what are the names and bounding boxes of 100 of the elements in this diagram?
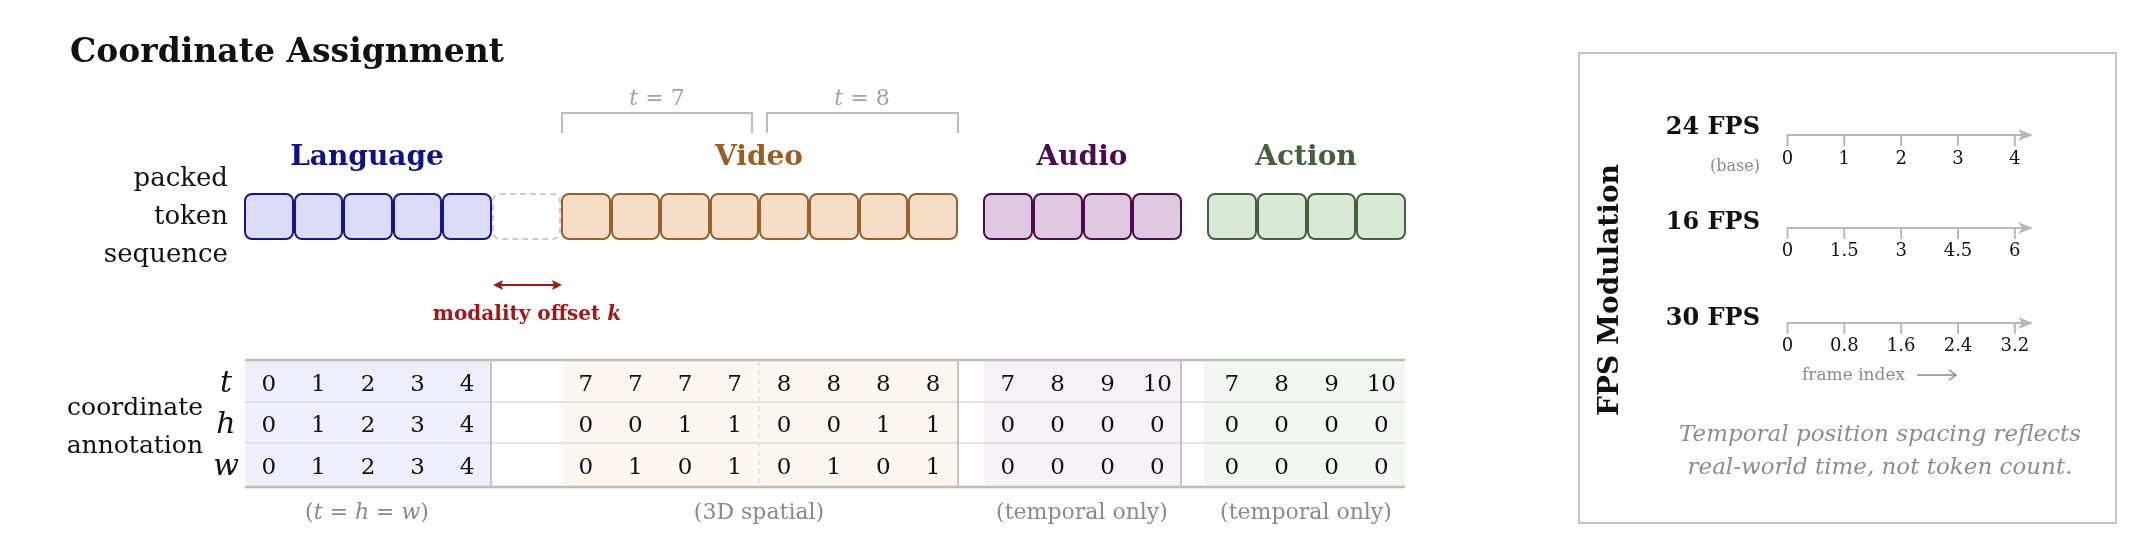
- tick-label: 0: [1781, 238, 1794, 260]
- coordinate-value: 0: [677, 453, 693, 479]
- coordinate-value: 1: [311, 411, 326, 437]
- tick-label: 0: [1781, 333, 1794, 355]
- tick-label: 1.5: [1830, 238, 1859, 260]
- coordinate-value: 8: [776, 370, 792, 396]
- token-box: [1032, 193, 1083, 240]
- coordinate-value: 0: [1324, 453, 1339, 479]
- fps-label: 24 FPS: [1665, 110, 1760, 140]
- tick-label: 3: [1895, 238, 1907, 260]
- coordinate-value: 0: [1224, 411, 1240, 437]
- coordinate-value: 1: [727, 453, 742, 479]
- modality-note: (temporal only): [1220, 498, 1392, 524]
- coordinate-value: 9: [1324, 370, 1339, 396]
- token-box: [442, 193, 492, 240]
- coordinate-value: 7: [727, 370, 742, 396]
- modality-label: Language: [290, 138, 444, 172]
- coordinate-value: 1: [628, 453, 643, 479]
- framed-panel: [1578, 52, 2117, 524]
- token-box: [759, 193, 809, 240]
- token-box: [709, 193, 760, 240]
- bracket-label: t = 7: [629, 84, 685, 110]
- coordinate-value: 8: [826, 370, 842, 396]
- sequence-label: packed token sequence: [103, 161, 228, 270]
- coordinate-value: 2: [360, 453, 376, 479]
- coordinate-value: 8: [876, 370, 891, 396]
- coordinate-value: 0: [578, 453, 594, 479]
- axis-title: frame index: [1802, 364, 1906, 384]
- modality-note: (t = h = w): [305, 498, 429, 524]
- tick-label: 6: [2009, 238, 2021, 260]
- coordinate-value: 0: [1000, 411, 1016, 437]
- coordinate-value: 0: [628, 411, 643, 437]
- token-box: [610, 193, 661, 240]
- coordinate-value: 0: [776, 411, 792, 437]
- token-box: [561, 193, 611, 240]
- coordinate-value: 2: [360, 411, 376, 437]
- coordinate-value: 4: [459, 453, 475, 479]
- coordinate-value: 8: [925, 370, 941, 396]
- table-label: coordinate annotation: [66, 391, 203, 461]
- base-note: (base): [1710, 155, 1760, 175]
- coordinate-value: 1: [311, 453, 326, 479]
- coordinate-value: 10: [1142, 370, 1172, 396]
- coordinate-value: 0: [1324, 411, 1339, 437]
- modality-label: Video: [715, 138, 803, 172]
- coordinate-value: 1: [727, 411, 742, 437]
- coordinate-value: 1: [677, 411, 693, 437]
- coordinate-value: 0: [1224, 453, 1240, 479]
- coordinate-value: 0: [261, 411, 277, 437]
- tick-label: 4: [2009, 146, 2021, 168]
- token-box: [858, 193, 909, 240]
- coordinate-value: 0: [1274, 453, 1289, 479]
- row-label: t: [219, 363, 233, 399]
- token-box: [1306, 193, 1357, 240]
- token-box: [908, 193, 958, 240]
- coordinate-value: 0: [1274, 411, 1289, 437]
- coordinate-value: 10: [1366, 370, 1396, 396]
- row-label: w: [213, 446, 239, 482]
- coordinate-value: 0: [578, 411, 594, 437]
- modality-note: (temporal only): [996, 498, 1168, 524]
- coordinate-value: 0: [1374, 411, 1389, 437]
- coordinate-value: 1: [311, 370, 326, 396]
- coordinate-value: 3: [410, 370, 425, 396]
- token-box: [1132, 193, 1183, 240]
- tick-label: 0.8: [1830, 333, 1859, 355]
- token-box: [244, 193, 294, 240]
- modality-label: Audio: [1036, 138, 1128, 172]
- coordinate-value: 0: [776, 453, 792, 479]
- coordinate-value: 0: [1050, 453, 1065, 479]
- modality-note: (3D spatial): [693, 498, 825, 524]
- token-box: [1356, 193, 1407, 240]
- coordinate-value: 0: [1374, 453, 1389, 479]
- coordinate-value: 3: [410, 411, 425, 437]
- coordinate-value: 1: [826, 453, 842, 479]
- token-box: [1256, 193, 1307, 240]
- coordinate-value: 0: [1150, 453, 1165, 479]
- coordinate-value: 7: [578, 370, 594, 396]
- tick-label: 3: [1952, 146, 1964, 168]
- token-box: [1082, 193, 1133, 240]
- coordinate-value: 0: [1150, 411, 1165, 437]
- token-box: [983, 193, 1033, 240]
- coordinate-value: 0: [1100, 453, 1115, 479]
- coordinate-value: 9: [1100, 370, 1115, 396]
- coordinate-value: 1: [925, 411, 941, 437]
- coordinate-value: 0: [826, 411, 842, 437]
- coordinate-value: 3: [410, 453, 425, 479]
- tick-label: 2: [1895, 146, 1907, 168]
- tick-label: 4.5: [1943, 238, 1973, 260]
- diagram-title: Coordinate Assignment: [70, 30, 504, 70]
- coordinate-value: 7: [677, 370, 693, 396]
- token-box: [660, 193, 710, 240]
- coordinate-value: 7: [1000, 370, 1016, 396]
- tick-label: 3.2: [2000, 333, 2030, 355]
- token-box: [293, 193, 344, 240]
- panel-title: FPS Modulation: [1591, 164, 1625, 416]
- coordinate-value: 4: [459, 411, 475, 437]
- coordinate-value: 0: [261, 453, 277, 479]
- tick-label: 0: [1781, 146, 1794, 168]
- coordinate-value: 1: [925, 453, 941, 479]
- tick-label: 1.6: [1886, 333, 1916, 355]
- token-box: [392, 193, 443, 240]
